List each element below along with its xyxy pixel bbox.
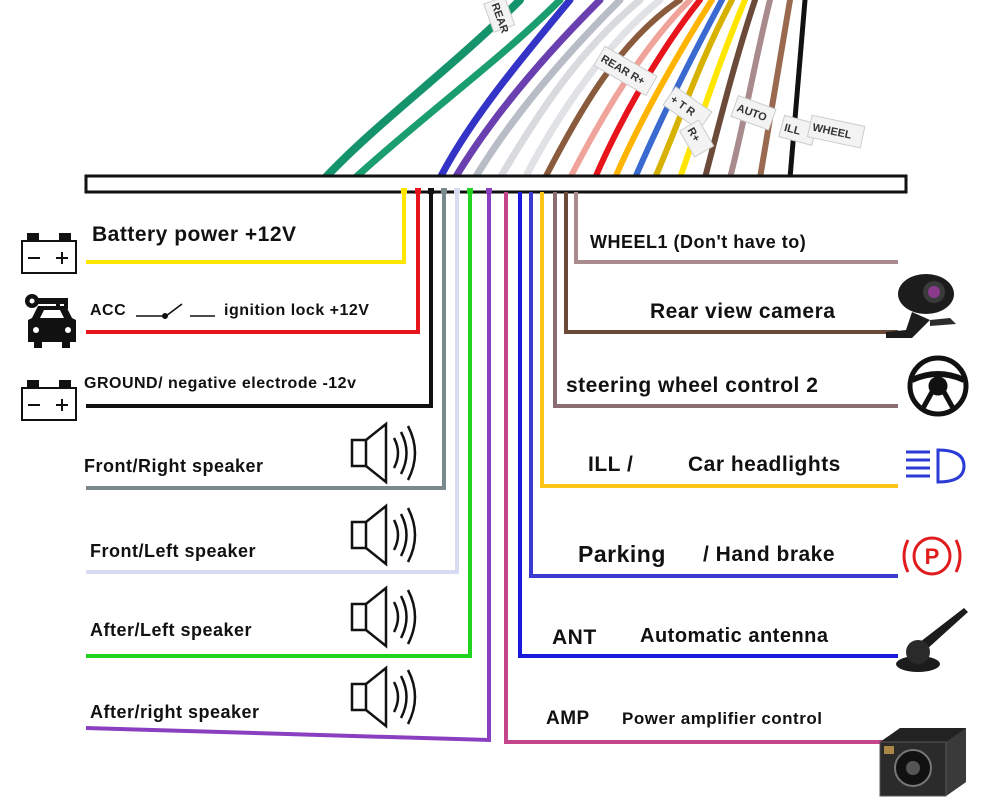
- label-amp: Power amplifier control: [622, 709, 823, 728]
- label-after-left-speaker: After/Left speaker: [90, 620, 253, 640]
- label-battery-power: Battery power +12V: [92, 223, 297, 246]
- label-parking-brake: / Hand brake: [703, 543, 836, 566]
- wire-ill-headlights: [540, 192, 898, 488]
- speaker-icon: [350, 585, 417, 649]
- label-steering-control: steering wheel control 2: [566, 374, 819, 397]
- wire-antenna: [518, 192, 898, 658]
- antenna-icon: [896, 608, 968, 672]
- wire-acc: [86, 192, 420, 334]
- headlight-icon: [906, 448, 966, 484]
- label-parking-prefix: Parking: [578, 541, 666, 567]
- right-wires: [504, 192, 898, 744]
- connector-pins: [401, 188, 492, 194]
- wire-front-right-speaker: [86, 192, 446, 490]
- wire-parking-brake: [529, 192, 898, 578]
- steering-wheel-icon: [907, 355, 969, 417]
- speaker-icon: [350, 665, 417, 729]
- wire-harness-bundle: [321, 0, 808, 182]
- wire-after-left-speaker: [86, 192, 472, 658]
- label-antenna: Automatic antenna: [640, 625, 829, 647]
- speaker-icon: [350, 421, 417, 485]
- wire-steering-control: [553, 192, 898, 408]
- label-ant-prefix: ANT: [552, 626, 597, 649]
- battery-icon: [21, 380, 77, 421]
- harness-tags: REAR REAR R+ + T R R+ AUTO ILL WHEEL: [483, 0, 866, 158]
- parking-letter: P: [925, 544, 940, 569]
- label-rear-camera: Rear view camera: [650, 300, 836, 323]
- label-ill-headlights: Car headlights: [688, 453, 841, 476]
- label-acc: ignition lock +12V: [224, 302, 370, 319]
- left-wires: [85, 192, 491, 743]
- wire-ground: [86, 192, 433, 408]
- label-front-left-speaker: Front/Left speaker: [90, 541, 257, 561]
- label-acc-prefix: ACC: [90, 302, 127, 319]
- wire-wheel1: [574, 192, 898, 264]
- car-key-icon: [25, 294, 76, 348]
- label-amp-prefix: AMP: [546, 708, 590, 729]
- wire-battery-power: [86, 192, 406, 264]
- connector-bar: [84, 174, 908, 194]
- wire-amp: [504, 192, 898, 744]
- parking-brake-icon: P: [902, 536, 962, 576]
- label-ground: GROUND/ negative electrode -12v: [84, 375, 357, 392]
- wire-rear-camera: [564, 192, 898, 334]
- harness-tag: ILL: [783, 122, 802, 138]
- switch-symbol: [136, 303, 215, 319]
- label-ill-prefix: ILL /: [588, 453, 634, 476]
- label-after-right-speaker: After/right speaker: [90, 702, 260, 722]
- speaker-icon: [350, 503, 417, 567]
- label-front-right-speaker: Front/Right speaker: [84, 456, 264, 476]
- amplifier-icon: [879, 728, 966, 797]
- camera-icon: [886, 274, 956, 338]
- wire-front-left-speaker: [86, 192, 459, 574]
- wire-after-right-speaker: [85, 192, 491, 743]
- label-wheel1: WHEEL1 (Don't have to): [590, 232, 807, 252]
- battery-icon: [21, 233, 77, 274]
